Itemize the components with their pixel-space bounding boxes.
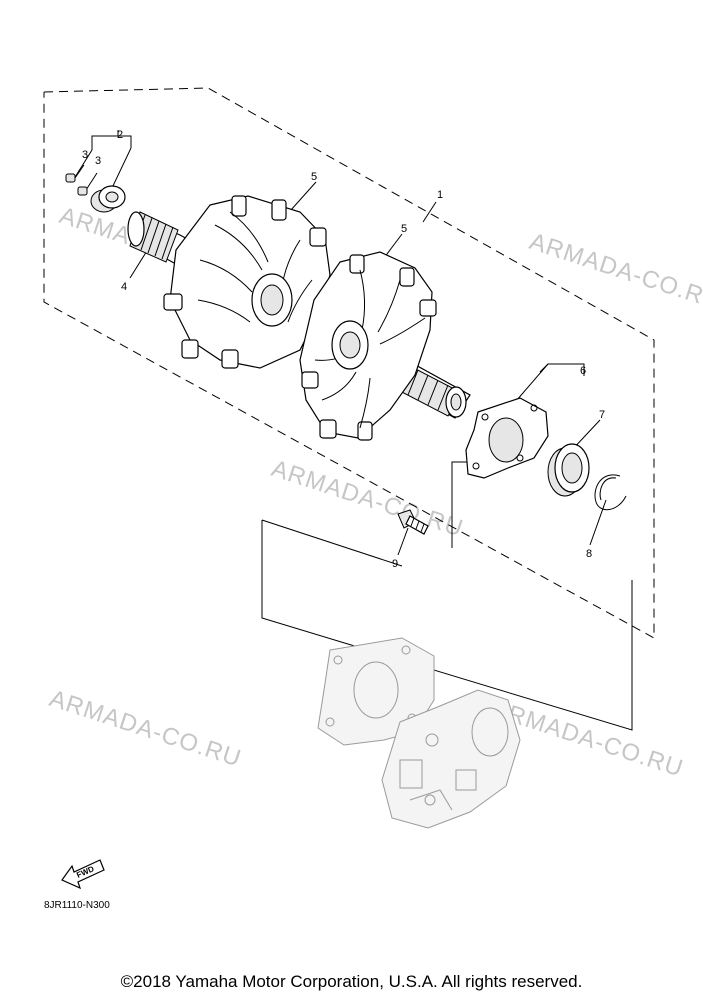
part-bearing-collar-2[interactable]	[90, 185, 126, 213]
part-drive-sprocket-5b[interactable]	[299, 251, 437, 441]
watermark: ARMADA-CO.RU	[268, 455, 467, 542]
reference-brake-caliper	[381, 689, 521, 829]
part-nut-3a[interactable]	[65, 173, 76, 183]
part-bearing-housing-6[interactable]	[465, 397, 549, 479]
part-nut-3b[interactable]	[77, 186, 88, 196]
callout-6: 6	[580, 365, 586, 377]
watermark: ARMADA-CO.RU	[526, 228, 703, 315]
callout-1: 1	[437, 189, 443, 201]
callout-3a: 3	[82, 149, 88, 161]
callout-numbers: 1 2 3 3 4 5 5 6 7 8 9	[82, 129, 605, 570]
fwd-direction-arrow: FWD	[61, 859, 105, 890]
part-circlip-8[interactable]	[594, 474, 627, 511]
part-bearing-7[interactable]	[547, 443, 590, 497]
assembly-boundary	[43, 87, 655, 639]
callout-8: 8	[586, 548, 592, 560]
callout-4: 4	[121, 281, 127, 293]
callout-7: 7	[599, 409, 605, 421]
callout-5a: 5	[311, 171, 317, 183]
callout-2: 2	[117, 129, 123, 141]
callout-5b: 5	[401, 223, 407, 235]
diagram-code: 8JR1110-N300	[44, 900, 110, 911]
reference-frame	[261, 520, 633, 731]
callout-9: 9	[392, 558, 398, 570]
callout-3b: 3	[95, 155, 101, 167]
part-bolt-9[interactable]	[397, 509, 429, 535]
watermark: ARMADA-CO.RU	[46, 685, 245, 772]
copyright-notice: ©2018 Yamaha Motor Corporation, U.S.A. A…	[120, 972, 583, 991]
part-drive-sprocket-5a[interactable]	[163, 195, 331, 369]
reference-line	[261, 519, 403, 567]
